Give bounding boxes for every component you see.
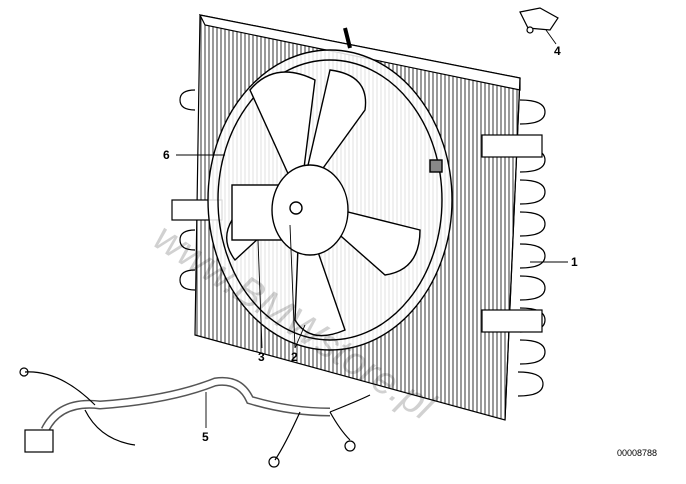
leader-lines [176,29,568,428]
condenser-pipes [171,89,546,397]
callout-1[interactable]: 1 [571,255,578,269]
callout-6[interactable]: 6 [163,148,170,162]
callout-2[interactable]: 2 [291,350,298,364]
callout-5[interactable]: 5 [202,430,209,444]
callout-3[interactable]: 3 [258,350,265,364]
image-id: 00008788 [617,448,658,458]
fan-assembly [207,49,453,351]
wiring-harness [19,367,371,468]
callout-4[interactable]: 4 [554,44,561,58]
bracket-part [519,7,559,34]
